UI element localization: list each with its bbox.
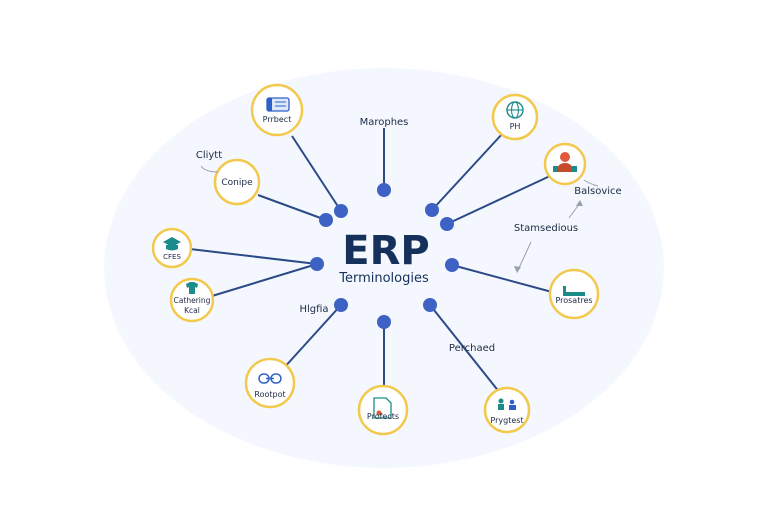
label-top: Marophes: [360, 117, 409, 128]
node-right-lower: Prosatres: [548, 268, 600, 320]
globe-icon: [506, 101, 524, 119]
connector-right-upper: [446, 175, 551, 225]
shirt-icon: [186, 282, 198, 294]
hub-dot: [319, 213, 333, 227]
node-left-upper: Conipe: [213, 158, 261, 206]
node-label: Rootpot: [254, 390, 285, 399]
node-bottom-left: Rootpot: [244, 357, 296, 409]
node-bottom-right: Prygtest: [483, 386, 531, 434]
arrow-up-head: [576, 200, 583, 206]
node-top-right: PH: [491, 93, 539, 141]
connector-bottom-left: [281, 304, 342, 371]
hub-dot: [445, 258, 459, 272]
label-lower-left: Hlgfia: [299, 304, 328, 315]
hub-dot: [440, 217, 454, 231]
node-bottom-center: Profects: [357, 384, 409, 436]
label-lower-right: Perchaed: [449, 343, 495, 354]
label-right-service-pointer: [583, 179, 599, 187]
arrow-down-head: [514, 266, 521, 273]
hub-dot: [377, 183, 391, 197]
graduation-cap-icon: [163, 237, 181, 251]
node-ring: [213, 158, 261, 206]
node-top-left: Prrbect: [250, 83, 304, 137]
hub-dot: [425, 203, 439, 217]
node-ring: [169, 277, 215, 323]
hub-dot: [377, 315, 391, 329]
label-right-middle: Stamsedious: [514, 223, 578, 234]
node-label: Prrbect: [263, 115, 292, 124]
node-ring: [244, 357, 296, 409]
connector-left-upper: [257, 194, 327, 221]
hub-dots: [310, 183, 459, 329]
connector-left-mid: [189, 248, 318, 265]
node-label: Profects: [367, 412, 399, 421]
label-left-top: Cliytt: [196, 150, 222, 161]
label-right-service: Balsovice: [574, 186, 621, 197]
chain-link-icon: [258, 373, 282, 384]
node-ring: [483, 386, 531, 434]
arrow-down: [517, 241, 532, 271]
center-title: ERP: [342, 228, 429, 274]
node-left-lower: Cathering Kcal: [169, 277, 215, 323]
node-right-upper: [543, 142, 587, 186]
people-icon: [498, 398, 516, 410]
hub-dot: [423, 298, 437, 312]
hub-dot: [310, 257, 324, 271]
node-label: Prosatres: [555, 296, 592, 305]
node-left-mid: CFES: [151, 227, 193, 269]
sofa-icon: [563, 286, 585, 296]
person-icon: [553, 152, 577, 172]
center-subtitle: Terminologies: [338, 271, 429, 286]
connector-top-left: [291, 135, 342, 212]
node-label: Prygtest: [490, 416, 523, 425]
hub-dot: [334, 204, 348, 218]
connector-right-lower: [451, 264, 553, 293]
connector-bottom-right: [429, 304, 501, 394]
connector-left-lower: [211, 263, 318, 297]
connector-top-right: [431, 132, 504, 211]
document-icon: [373, 397, 392, 419]
node-label: CFES: [163, 253, 181, 261]
hub-dot: [334, 298, 348, 312]
node-label-second-line: Kcal: [184, 306, 200, 315]
node-label: PH: [510, 122, 521, 131]
connectors: [189, 128, 553, 394]
node-label: Cathering: [174, 296, 211, 305]
label-left-top-pointer: [200, 165, 219, 173]
node-ring: [491, 93, 539, 141]
node-label: Conipe: [221, 178, 253, 188]
card-icon: [266, 97, 290, 112]
